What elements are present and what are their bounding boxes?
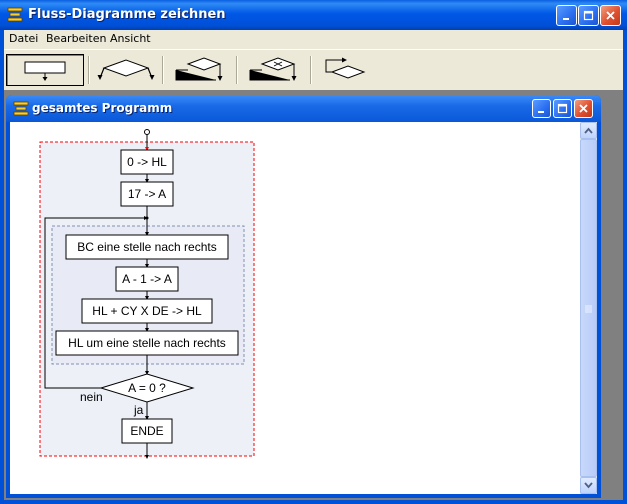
process-box-label: BC eine stelle nach rechts [77,240,216,254]
maximize-icon [583,10,594,21]
child-close-button[interactable] [574,99,593,118]
app-icon [13,101,29,116]
loop-icon [175,57,223,81]
close-button[interactable] [600,5,621,26]
branch-icon [97,59,155,80]
end-box-label: ENDE [130,424,163,438]
process-block-icon [24,61,66,81]
process-box-label: 0 -> HL [127,155,167,169]
child-minimize-button[interactable] [532,99,551,118]
flowchart-diagram: 0 -> HL 17 -> A BC eine stelle nach rech… [39,129,255,459]
child-title-bar[interactable]: gesamtes Programm [6,95,601,122]
minimize-icon [538,111,544,113]
process-box[interactable]: BC eine stelle nach rechts [65,234,229,260]
tool-case-button[interactable] [242,54,306,86]
scroll-thumb[interactable] [580,139,597,477]
process-box-label: 17 -> A [128,187,166,201]
menu-ansicht[interactable]: Ansicht [110,32,151,45]
chevron-down-icon [584,482,593,489]
tool-repeat-button[interactable] [316,54,380,86]
maximize-button[interactable] [578,5,599,26]
process-box[interactable]: 17 -> A [120,181,174,207]
yes-branch-label: ja [133,403,144,417]
start-connector [144,129,150,135]
process-box-label: HL + CY X DE -> HL [92,304,202,318]
tool-process-button[interactable] [6,54,84,86]
chevron-up-icon [584,127,593,134]
maximize-icon [557,103,568,114]
loop-junction [145,216,149,220]
minimize-icon [563,18,569,20]
no-branch-label: nein [80,390,103,404]
case-icon [249,57,297,81]
process-box-label: HL um eine stelle nach rechts [68,336,226,350]
toolbar [4,49,623,91]
close-icon [579,104,588,113]
toolbar-separator [162,56,164,84]
app-icon [7,7,23,22]
window-frame-bottom [0,500,627,504]
decision-label: A = 0 ? [128,381,166,395]
decision-diamond[interactable]: A = 0 ? [99,373,195,403]
toolbar-separator [88,56,90,84]
window-title: Fluss-Diagramme zeichnen [28,7,226,22]
grip-icon [585,305,592,313]
toolbar-separator [236,56,238,84]
tool-branch-button[interactable] [94,54,158,86]
child-maximize-button[interactable] [553,99,572,118]
toolbar-separator [310,56,312,84]
child-window-title: gesamtes Programm [32,101,173,115]
menu-datei[interactable]: Datei [9,32,39,45]
window-frame-right [623,30,627,504]
menu-bearbeiten[interactable]: Bearbeiten [46,32,107,45]
repeat-icon [325,57,366,79]
tool-loop-button[interactable] [168,54,232,86]
close-icon [606,11,615,20]
process-box-label: A - 1 -> A [122,272,172,286]
process-box[interactable]: HL + CY X DE -> HL [81,298,213,324]
title-bar[interactable]: Fluss-Diagramme zeichnen [0,0,627,30]
scroll-down-button[interactable] [580,477,597,494]
window-frame-left [0,30,4,504]
flowchart-canvas[interactable]: 0 -> HL 17 -> A BC eine stelle nach rech… [10,122,580,494]
process-box[interactable]: A - 1 -> A [115,266,179,292]
process-box[interactable]: 0 -> HL [120,149,174,175]
scroll-up-button[interactable] [580,122,597,139]
end-box[interactable]: ENDE [121,418,173,444]
menu-bar: Datei Bearbeiten Ansicht [4,30,623,48]
process-box[interactable]: HL um eine stelle nach rechts [55,330,239,356]
connector-lines [44,134,148,456]
vertical-scrollbar[interactable] [580,122,597,494]
minimize-button[interactable] [556,5,577,26]
child-window: gesamtes Programm [6,95,601,498]
